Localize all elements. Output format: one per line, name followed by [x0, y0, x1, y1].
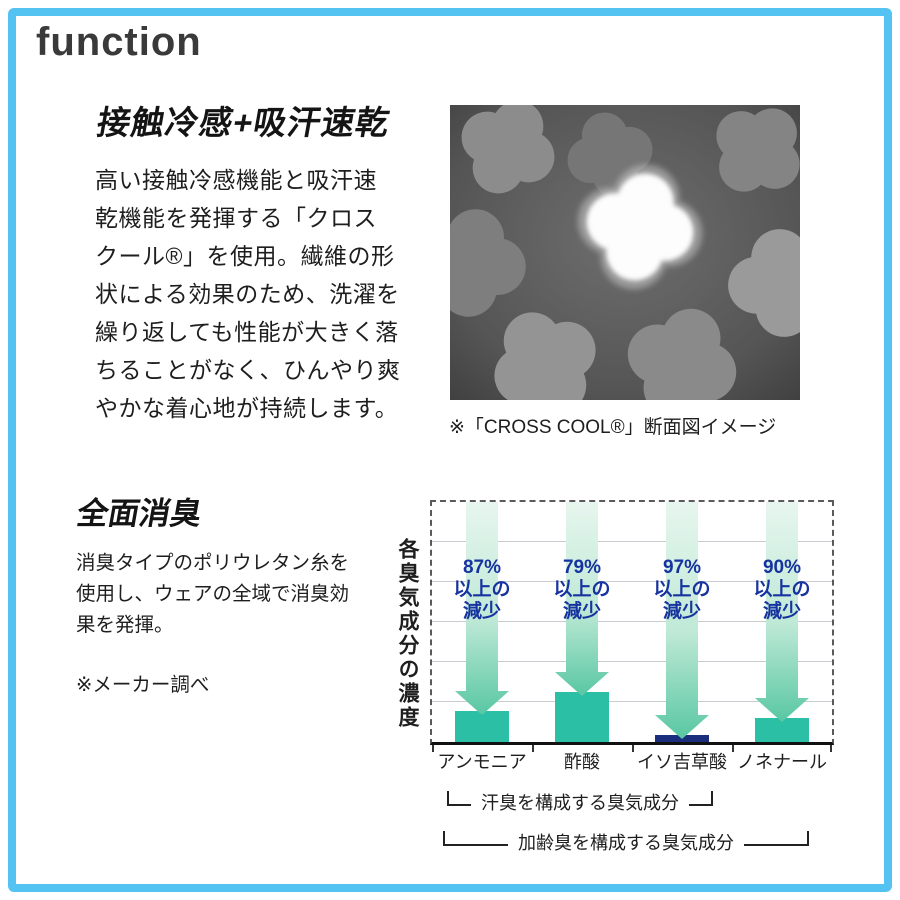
- manufacturer-note: ※メーカー調べ: [76, 674, 210, 696]
- body-line: 繰り返しても性能が大きく落: [95, 319, 399, 345]
- reduction-label-0: 87%以上の減少: [453, 557, 511, 622]
- gridline: [432, 541, 832, 542]
- section-cooling-title: 接触冷感+吸汗速乾: [94, 104, 394, 141]
- body-line: 使用し、ウェアの全域で消臭効: [76, 583, 350, 605]
- axis-tick: [830, 745, 832, 752]
- axis-tick: [732, 745, 734, 752]
- page-title: function: [36, 20, 202, 64]
- chart-plot: 87%以上の減少アンモニア 79%以上の減少酢酸 97%以上の減少イソ吉草酸 90%以…: [430, 500, 834, 772]
- axis-tick: [432, 745, 434, 752]
- bracket-left-corner: [443, 831, 508, 846]
- body-line: 乾機能を発揮する「クロス: [95, 205, 377, 231]
- gridline: [432, 621, 832, 622]
- axis-tick: [532, 745, 534, 752]
- category-label-1: 酢酸: [564, 752, 600, 772]
- fiber-cross-section-image: [411, 82, 841, 437]
- bracket-left-corner: [447, 791, 471, 806]
- group-bracket-sweat-odor: 汗臭を構成する臭気成分: [447, 780, 713, 813]
- body-line: 果を発揮。: [76, 614, 174, 636]
- body-line: 高い接触冷感機能と吸汗速: [95, 167, 377, 193]
- section-deodor-body: 消臭タイプのポリウレタン糸を 使用し、ウェアの全域で消臭効 果を発揮。: [76, 548, 349, 641]
- group-label: 加齢臭を構成する臭気成分: [518, 833, 734, 853]
- body-line: ちることがなく、ひんやり爽: [95, 357, 401, 383]
- category-label-3: ノネナール: [737, 752, 827, 772]
- gridline: [432, 661, 832, 662]
- section-cooling-body: 高い接触冷感機能と吸汗速 乾機能を発揮する「クロス クール®」を使用。繊維の形 …: [95, 161, 401, 427]
- body-line: 状による効果のため、洗濯を: [95, 281, 400, 307]
- gridline: [432, 581, 832, 582]
- chart-bar-1: [555, 692, 609, 742]
- body-line: 消臭タイプのポリウレタン糸を: [76, 552, 350, 574]
- bracket-right-corner: [689, 791, 713, 806]
- chart-bar-0: [455, 711, 509, 742]
- reduction-label-3: 90%以上の減少: [753, 557, 811, 622]
- category-label-0: アンモニア: [437, 752, 527, 772]
- image-caption: ※「CROSS COOL®」断面図イメージ: [449, 417, 777, 438]
- category-label-2: イソ吉草酸: [637, 752, 727, 772]
- bracket-right-corner: [744, 831, 809, 846]
- body-line: やかな着心地が持続します。: [95, 395, 399, 421]
- section-deodor-title: 全面消臭: [74, 496, 205, 531]
- gridline: [432, 701, 832, 702]
- chart-bar-3: [755, 718, 809, 742]
- chart-y-axis-label: 各臭気成分の濃度: [396, 538, 419, 730]
- sem-micrograph: [411, 82, 841, 437]
- chart-bar-2: [655, 735, 709, 742]
- reduction-label-2: 97%以上の減少: [653, 557, 711, 622]
- axis-tick: [632, 745, 634, 752]
- body-line: クール®」を使用。繊維の形: [95, 243, 395, 269]
- reduction-label-1: 79%以上の減少: [553, 557, 611, 622]
- group-bracket-aging-odor: 加齢臭を構成する臭気成分: [443, 820, 809, 853]
- group-label: 汗臭を構成する臭気成分: [481, 793, 679, 813]
